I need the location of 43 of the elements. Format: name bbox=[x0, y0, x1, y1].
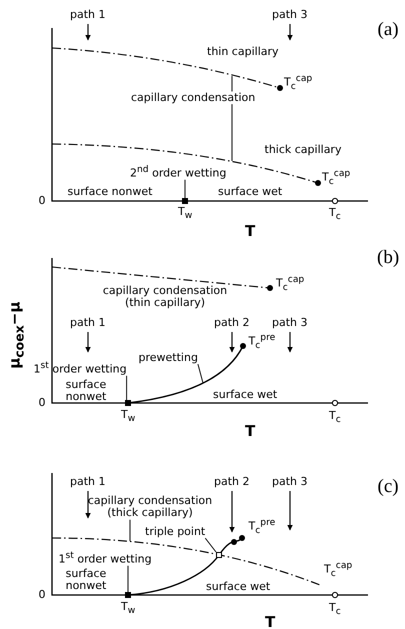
tick-label: 0 bbox=[38, 588, 46, 602]
region-label: surface nonwet bbox=[64, 378, 108, 404]
axis-label: T bbox=[245, 422, 256, 440]
path-label: path 3 bbox=[272, 476, 308, 488]
annotation-text: 1$^{st}$ order wetting bbox=[34, 360, 127, 376]
region-label: thin capillary bbox=[207, 46, 279, 58]
path-label: path 3 bbox=[272, 316, 308, 330]
region-label: surface nonwet bbox=[68, 186, 152, 198]
leader-line bbox=[126, 375, 128, 400]
path-label: path 2 bbox=[214, 476, 250, 488]
annotation-text: triple point bbox=[145, 526, 206, 538]
leader-line bbox=[198, 364, 204, 384]
panel-label: (a) bbox=[378, 19, 399, 41]
leader-line bbox=[184, 179, 186, 198]
region-label: surface wet bbox=[218, 186, 282, 198]
wetting-point-marker bbox=[182, 198, 188, 204]
region-label: thick capillary bbox=[264, 144, 342, 156]
point-label: T$_{c}$ bbox=[329, 207, 341, 223]
tick-label: 0 bbox=[38, 194, 46, 208]
point-label: T$_{w}$ bbox=[121, 601, 136, 617]
path-label: path 1 bbox=[70, 476, 106, 488]
axis-label: T bbox=[265, 614, 276, 629]
leader-line bbox=[204, 538, 216, 552]
region-label: surface wet bbox=[213, 388, 278, 402]
wetting-point-marker bbox=[125, 400, 131, 406]
panel-label: (b) bbox=[377, 247, 400, 269]
path-label: path 1 bbox=[70, 8, 106, 22]
annotation-text: capillary condensation bbox=[131, 92, 256, 104]
point-label: T$_{w}$ bbox=[178, 206, 192, 222]
tick-label: 0 bbox=[38, 396, 46, 410]
region-label: surface nonwet bbox=[64, 568, 108, 593]
point-label: T$_{c}$ bbox=[329, 410, 341, 426]
annotation-text: capillary condensation (thick capillary) bbox=[80, 494, 220, 520]
path-label: path 3 bbox=[272, 8, 308, 22]
point-label: T$_{w}$ bbox=[121, 409, 136, 425]
region-label: capillary condensation (thin capillary) bbox=[102, 284, 228, 310]
path-label: path 1 bbox=[70, 316, 106, 330]
panel-label: (c) bbox=[378, 476, 399, 498]
path-label: path 2 bbox=[214, 316, 250, 330]
region-label: surface wet bbox=[206, 580, 270, 594]
wetting-point-marker bbox=[125, 592, 131, 598]
axis-label: T bbox=[245, 222, 256, 240]
point-label: T$_{c}$ bbox=[329, 602, 341, 618]
